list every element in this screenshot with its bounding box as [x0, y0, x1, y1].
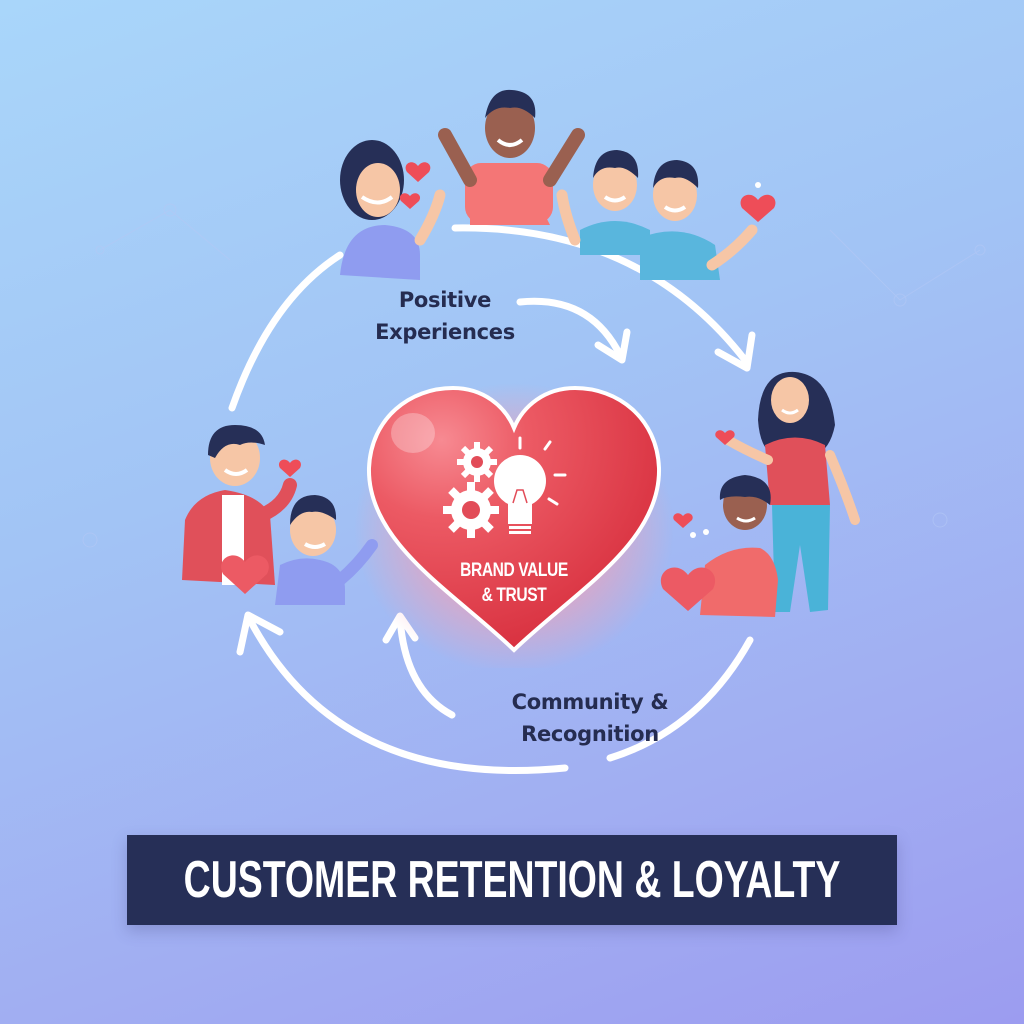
outer-arrow-left-top — [228, 251, 344, 412]
person-man-left-icon — [182, 425, 301, 594]
person-man-center-icon — [438, 89, 585, 225]
brand-heart: BRAND VALUE & TRUST — [354, 378, 674, 673]
inner-arrow-positive — [516, 297, 624, 359]
gears-icon — [443, 442, 499, 538]
person-woman-right-icon — [715, 371, 860, 612]
lightbulb-icon — [494, 436, 567, 534]
stage-community-recognition: Community & Recognition — [490, 686, 690, 750]
center-label-line2: & TRUST — [481, 585, 547, 606]
page-title: CUSTOMER RETENTION & LOYALTY — [183, 851, 841, 909]
outer-arrow-bottom-left — [246, 616, 569, 774]
title-banner: CUSTOMER RETENTION & LOYALTY — [127, 835, 897, 925]
person-man-right1-icon — [556, 150, 650, 255]
person-child-right-icon — [660, 475, 778, 617]
stage-label-line2: Experiences — [375, 320, 515, 344]
stage-positive-experiences: Positive Experiences — [340, 284, 550, 348]
outer-arrow-right-bottom — [606, 636, 754, 762]
outer-arrow-top-right — [451, 224, 749, 364]
small-hearts-icon — [399, 162, 776, 222]
stage-label-line1: Community & — [511, 690, 669, 714]
heart-icon — [354, 383, 674, 673]
stage-label-line2: Recognition — [521, 722, 659, 746]
person-woman-icon — [340, 140, 446, 280]
person-man-right2-icon — [640, 160, 758, 280]
stage-label-line1: Positive — [398, 288, 492, 312]
center-label-line1: BRAND VALUE — [460, 560, 568, 581]
person-child-left-icon — [275, 495, 378, 605]
inner-arrow-community — [396, 614, 456, 719]
